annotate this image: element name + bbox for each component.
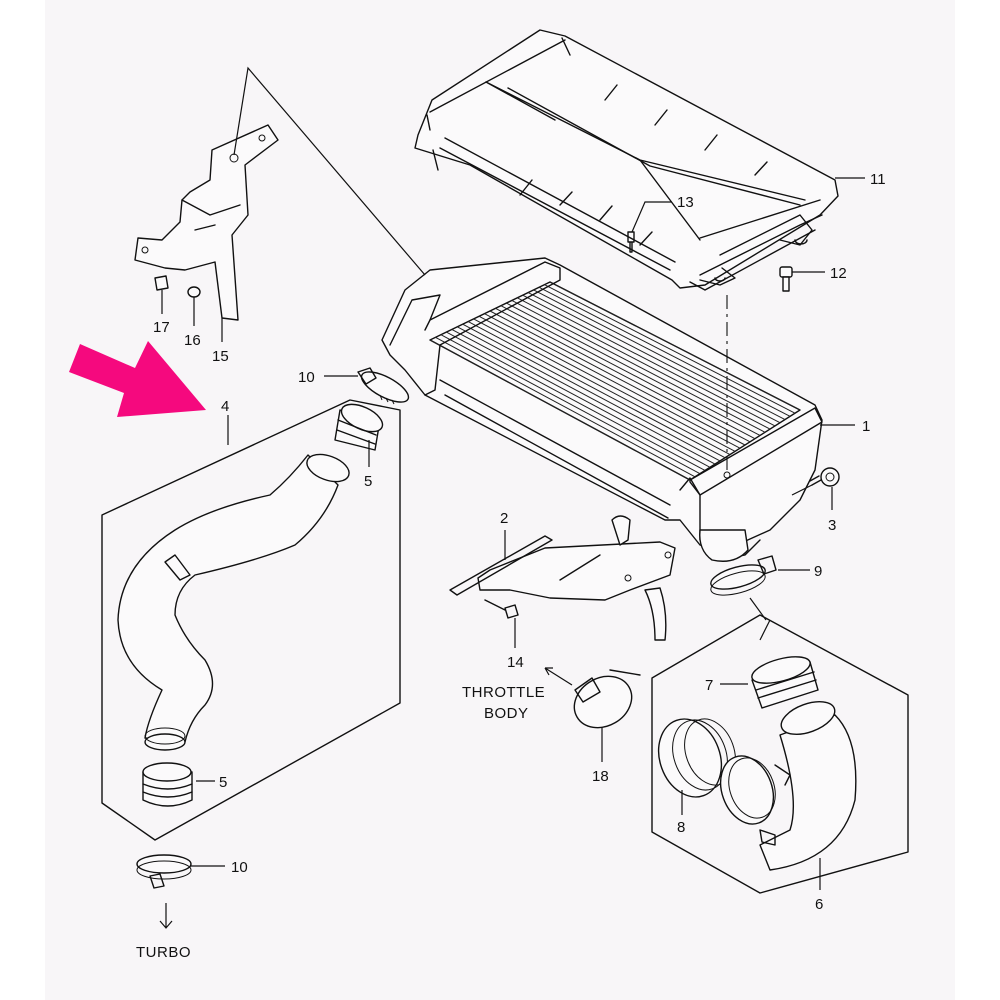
part-10-clamp-lower[interactable]: [136, 854, 192, 889]
callout-3: 3: [828, 517, 836, 534]
callout-labels: 1 2 3 4 5 5 6 7 8 9 10 10 11 12 13 14 15…: [136, 171, 886, 961]
fin-line: [435, 336, 696, 478]
fin-line: [522, 294, 776, 427]
part-12-bolt[interactable]: [779, 266, 793, 292]
part-6-intake-kit[interactable]: [651, 614, 909, 894]
throttle-arrow-icon: [544, 667, 573, 686]
callout-1: 1: [862, 418, 870, 435]
fin-line: [451, 329, 711, 468]
fin-line: [511, 300, 766, 433]
fin-line: [446, 331, 706, 471]
pink-arrow-icon: [69, 341, 206, 417]
fin-line: [467, 321, 726, 459]
fin-line: [457, 326, 716, 465]
part-9-clamp[interactable]: [708, 555, 777, 600]
part-17-bolt[interactable]: [154, 275, 169, 291]
fin-line: [538, 286, 791, 417]
part-5-coupler-lower[interactable]: [142, 762, 193, 807]
callout-17: 17: [153, 319, 170, 336]
callout-7: 7: [705, 677, 713, 694]
part-7-coupler[interactable]: [749, 652, 819, 709]
callout-14: 14: [507, 654, 524, 671]
part-18-clamp[interactable]: [565, 666, 641, 738]
part-10-clamp-upper[interactable]: [357, 366, 412, 408]
part-11-shroud[interactable]: [414, 29, 839, 291]
callout-16: 16: [184, 332, 201, 349]
callout-5-lower: 5: [219, 774, 227, 791]
turbo-arrow-icon: [159, 903, 173, 929]
callout-6: 6: [815, 896, 823, 913]
turbo-label: TURBO: [136, 944, 191, 961]
fin-line: [549, 281, 801, 411]
fin-line: [544, 284, 796, 414]
callout-2: 2: [500, 510, 508, 527]
fin-line: [495, 307, 751, 443]
part-2-bracket[interactable]: [449, 515, 676, 641]
callout-11: 11: [870, 171, 886, 188]
fin-line: [533, 289, 786, 420]
throttle-body-label-line2: BODY: [484, 705, 529, 722]
fin-line: [478, 315, 736, 452]
fin-line: [489, 310, 746, 446]
callout-8: 8: [677, 819, 685, 836]
fin-line: [462, 323, 721, 462]
fin-line: [429, 339, 691, 481]
callout-18: 18: [592, 768, 609, 785]
part-1-intercooler[interactable]: [381, 257, 823, 562]
part-8-coupler[interactable]: [648, 710, 791, 846]
intercooler-fins: [429, 281, 801, 481]
part-4-hose-kit[interactable]: [101, 399, 401, 841]
fin-line: [506, 302, 761, 436]
callout-9: 9: [814, 563, 822, 580]
fin-line: [500, 305, 756, 440]
leader-bracket-to-core: [233, 66, 426, 276]
callout-13: 13: [677, 194, 694, 211]
callout-4: 4: [221, 398, 229, 415]
callout-leaders: [159, 177, 865, 929]
part-16-nut[interactable]: [187, 286, 201, 298]
fin-line: [517, 297, 771, 430]
callout-15: 15: [212, 348, 229, 365]
fin-line: [527, 292, 781, 424]
callout-5-upper: 5: [364, 473, 372, 490]
throttle-body-label-line1: THROTTLE: [462, 684, 545, 701]
fin-line: [473, 318, 731, 455]
part-3-bolt[interactable]: [791, 467, 840, 496]
callout-10-lower: 10: [231, 859, 248, 876]
fin-line: [484, 313, 741, 449]
callout-12: 12: [830, 265, 847, 282]
fin-line: [440, 334, 701, 475]
callout-10-upper: 10: [298, 369, 315, 386]
part-15-bracket[interactable]: [134, 124, 279, 321]
